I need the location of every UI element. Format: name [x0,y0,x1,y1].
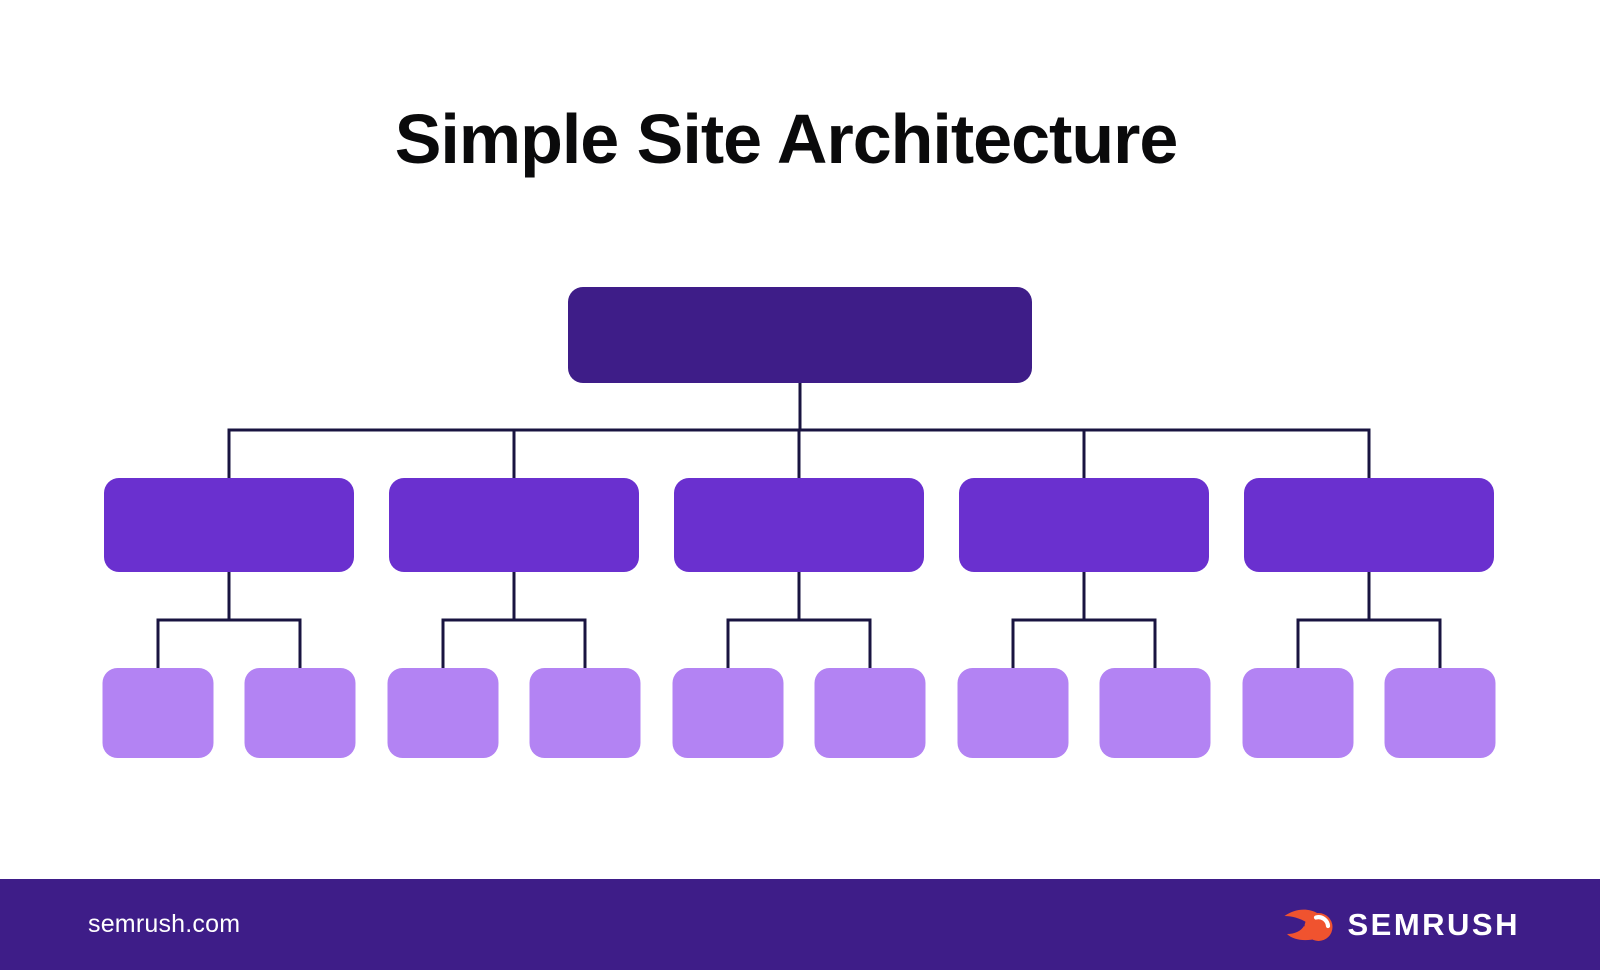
site-architecture-diagram [102,287,1496,758]
node-subpage-1-2 [244,668,356,758]
node-homepage [568,287,1032,383]
node-subpage-2-1 [387,668,499,758]
semrush-fireball-icon [1284,909,1333,941]
node-category-1 [104,478,354,572]
node-subpage-1-1 [102,668,214,758]
node-subpage-4-2 [1099,668,1211,758]
fireball-highlight [1314,914,1331,928]
node-subpage-5-2 [1384,668,1496,758]
footer-bar: semrush.com SEMRUSH [0,879,1600,970]
node-subpage-4-1 [957,668,1069,758]
page-title: Simple Site Architecture [394,100,1179,178]
node-subpage-2-2 [529,668,641,758]
node-category-5 [1244,478,1494,572]
node-subpage-5-1 [1242,668,1354,758]
node-category-2 [389,478,639,572]
footer-site-url: semrush.com [88,910,241,938]
node-category-3 [674,478,924,572]
semrush-logo: SEMRUSH [1283,904,1520,946]
semrush-wordmark: SEMRUSH [1347,906,1520,942]
node-category-4 [959,478,1209,572]
node-subpage-3-1 [672,668,784,758]
flame-upper [1284,909,1319,923]
node-subpage-3-2 [814,668,926,758]
